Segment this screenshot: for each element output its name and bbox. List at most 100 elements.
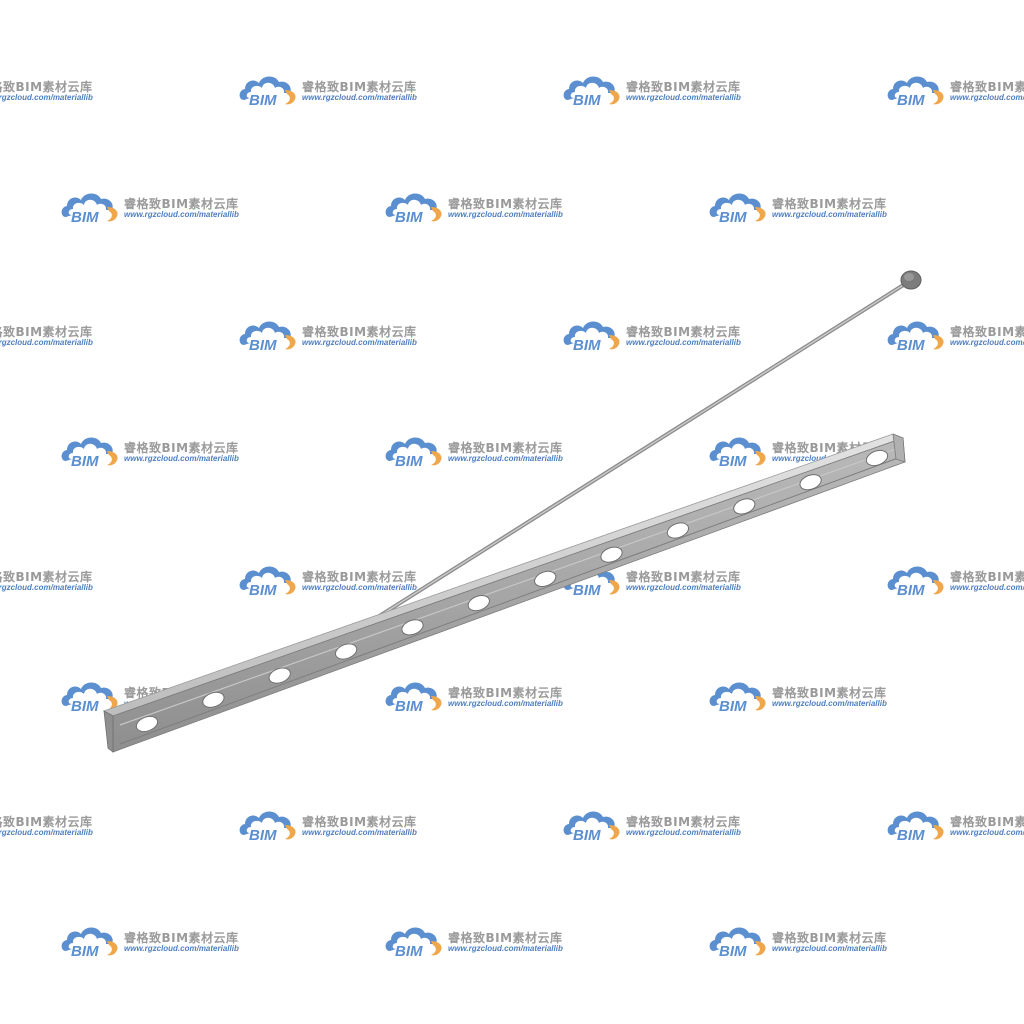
logo-text: BIM xyxy=(395,943,423,959)
slot-hole xyxy=(666,522,690,539)
watermark-url: www.rgzcloud.com/materiallib xyxy=(448,454,563,463)
logo-text: BIM xyxy=(395,209,423,225)
slot-hole xyxy=(268,667,291,684)
logo-text: BIM xyxy=(719,943,747,959)
logo-text: BIM xyxy=(573,582,601,598)
watermark-brand: 睿格致BIM素材云库 xyxy=(302,815,417,829)
slot-hole xyxy=(135,715,159,733)
logo-text: BIM xyxy=(71,453,99,469)
logo-text: BIM xyxy=(897,92,925,108)
cloud-logo-icon: BIM xyxy=(239,76,296,108)
logo-text: BIM xyxy=(249,92,277,108)
watermark-brand: 睿格致BIM素材云库 xyxy=(0,570,93,584)
watermark-url: www.rgzcloud.com/materiallib xyxy=(772,944,887,953)
cloud-logo-icon: BIM xyxy=(385,193,442,225)
slot-hole xyxy=(534,570,557,587)
watermark-url: www.rgzcloud.com/materiallib xyxy=(0,93,93,102)
cloud-logo-icon: BIM xyxy=(239,566,296,598)
watermark-brand: 睿格致BIM素材云库 xyxy=(626,80,741,94)
watermark-url: www.rgzcloud.com/materiallib xyxy=(772,699,887,708)
watermark-tile: BIM 睿格致BIM素材云库www.rgzcloud.com/materialli… xyxy=(886,805,1024,845)
cloud-logo-icon: BIM xyxy=(563,76,620,108)
watermark-brand: 睿格致BIM素材云库 xyxy=(124,931,239,945)
watermark-brand: 睿格致BIM素材云库 xyxy=(124,197,239,211)
slot-hole xyxy=(202,691,225,708)
watermark-url: www.rgzcloud.com/materiallib xyxy=(626,583,741,592)
watermark-url: www.rgzcloud.com/materiallib xyxy=(950,338,1024,347)
logo-text: BIM xyxy=(897,582,925,598)
logo-text: BIM xyxy=(719,698,747,714)
slotted-channel-bracket xyxy=(103,433,906,753)
cloud-logo-icon: BIM xyxy=(709,437,766,469)
watermark-tile: BIM睿格致BIM素材云库www.rgzcloud.com/materialli… xyxy=(0,805,104,845)
cloud-logo-icon: BIM xyxy=(239,811,296,843)
slot-hole xyxy=(799,474,822,491)
watermark-url: www.rgzcloud.com/materiallib xyxy=(626,828,741,837)
logo-text: BIM xyxy=(897,337,925,353)
watermark-brand: 睿格致BIM素材云库 xyxy=(448,686,563,700)
slot-hole xyxy=(600,546,623,563)
watermark-tile: BIM 睿格致BIM素材云库www.rgzcloud.com/materialli… xyxy=(886,315,1024,355)
rod-end-disc xyxy=(900,270,922,290)
cloud-logo-icon: BIM xyxy=(563,811,620,843)
watermark-brand: 睿格致BIM素材云库 xyxy=(772,197,887,211)
watermark-url: www.rgzcloud.com/materiallib xyxy=(124,210,239,219)
watermark-url: www.rgzcloud.com/materiallib xyxy=(950,828,1024,837)
watermark-brand: 睿格致BIM素材云库 xyxy=(950,325,1024,339)
watermark-url: www.rgzcloud.com/materiallib xyxy=(626,338,741,347)
cloud-logo-icon: BIM xyxy=(887,76,944,108)
logo-text: BIM xyxy=(395,453,423,469)
cloud-logo-icon: BIM xyxy=(61,193,118,225)
watermark-brand: 睿格致BIM素材云库 xyxy=(772,931,887,945)
cloud-logo-icon: BIM xyxy=(709,927,766,959)
slot-hole xyxy=(467,595,490,612)
watermark-brand: 睿格致BIM素材云库 xyxy=(448,197,563,211)
logo-text: BIM xyxy=(573,337,601,353)
watermark-tile: BIM睿格致BIM素材云库www.rgzcloud.com/materialli… xyxy=(0,70,104,110)
watermark-url: www.rgzcloud.com/materiallib xyxy=(448,699,563,708)
watermark-url: www.rgzcloud.com/materiallib xyxy=(772,210,887,219)
watermark-brand: 睿格致BIM素材云库 xyxy=(302,80,417,94)
watermark-url: www.rgzcloud.com/materiallib xyxy=(0,828,93,837)
logo-text: BIM xyxy=(897,827,925,843)
cloud-logo-icon: BIM xyxy=(563,321,620,353)
slot-holes xyxy=(135,449,889,733)
watermark-url: www.rgzcloud.com/materiallib xyxy=(448,210,563,219)
cloud-logo-icon: BIM xyxy=(887,811,944,843)
watermark-brand: 睿格致BIM素材云库 xyxy=(950,570,1024,584)
watermark-tile: BIM睿格致BIM素材云库www.rgzcloud.com/materialli… xyxy=(0,560,104,600)
cloud-logo-icon: BIM xyxy=(385,682,442,714)
watermark-tile: BIM睿格致BIM素材云库www.rgzcloud.com/materialli… xyxy=(0,315,104,355)
watermark-brand: 睿格致BIM素材云库 xyxy=(626,325,741,339)
cloud-logo-icon: BIM xyxy=(709,193,766,225)
watermark-brand: 睿格致BIM素材云库 xyxy=(302,325,417,339)
watermark-url: www.rgzcloud.com/materiallib xyxy=(626,93,741,102)
slot-hole xyxy=(334,643,358,660)
cloud-logo-icon: BIM xyxy=(887,566,944,598)
watermark-url: www.rgzcloud.com/materiallib xyxy=(950,93,1024,102)
cloud-logo-icon: BIM xyxy=(61,927,118,959)
logo-text: BIM xyxy=(719,209,747,225)
slot-hole xyxy=(865,449,889,467)
watermark-brand: 睿格致BIM素材云库 xyxy=(772,686,887,700)
logo-text: BIM xyxy=(71,209,99,225)
watermark-brand: 睿格致BIM素材云库 xyxy=(950,815,1024,829)
logo-text: BIM xyxy=(71,698,99,714)
watermark-url: www.rgzcloud.com/materiallib xyxy=(124,454,239,463)
logo-text: BIM xyxy=(71,943,99,959)
watermark-brand: 睿格致BIM素材云库 xyxy=(0,325,93,339)
watermark-brand: 睿格致BIM素材云库 xyxy=(124,441,239,455)
watermark-brand: 睿格致BIM素材云库 xyxy=(302,570,417,584)
logo-text: BIM xyxy=(249,582,277,598)
